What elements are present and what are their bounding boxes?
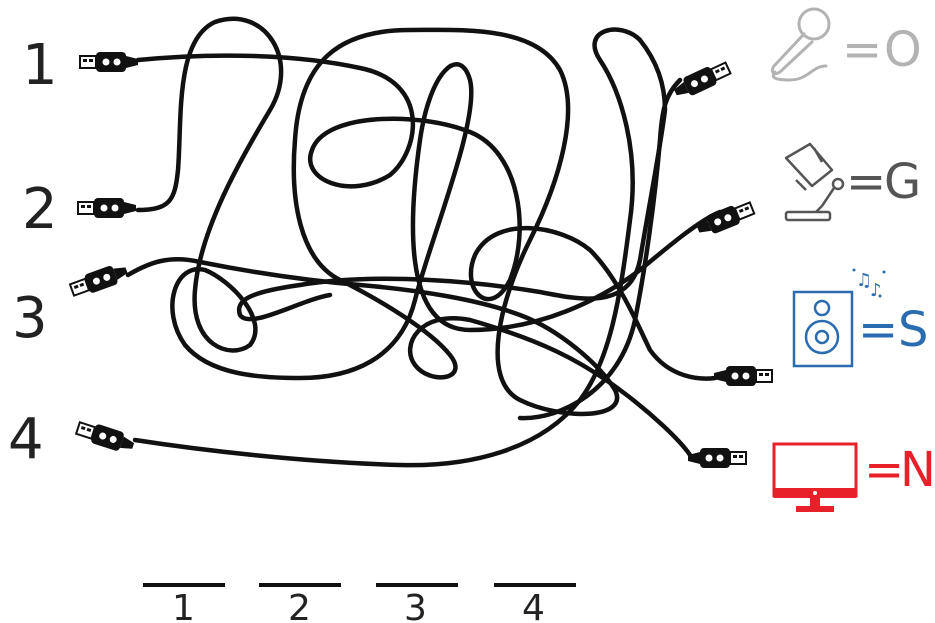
legend-equals-4: = [864,442,904,498]
legend-speaker: ♫ ♪ = S [792,268,928,368]
legend-letter-G: G [884,154,921,210]
legend-equals-2: = [846,154,886,210]
svg-text:♪: ♪ [870,280,882,301]
cable-number-1: 1 [22,33,58,98]
cable-number-3: 3 [12,286,48,351]
answer-slots: 1 2 3 4 [143,583,576,623]
usb-plug-left-1[interactable] [79,51,139,73]
legend-letter-O: O [884,22,922,78]
usb-plug-left-4[interactable] [73,417,138,457]
monitor-icon [772,442,858,512]
svg-text:♫: ♫ [856,270,872,291]
speaker-icon [792,290,854,368]
legend-letter-S: S [898,302,928,358]
answer-label-2: 2 [288,588,311,623]
answer-label-4: 4 [522,588,545,623]
usb-plug-left-3[interactable] [67,259,131,301]
cable-number-4: 4 [8,407,44,472]
cable-number-2: 2 [22,177,58,242]
music-notes-icon: ♫ ♪ [852,268,886,301]
usb-plug-right-4[interactable] [687,447,747,469]
legend-microphone: = O [770,7,922,82]
legend-monitor: = N [772,442,935,512]
cable-1 [135,53,718,381]
usb-plug-left-2[interactable] [77,197,137,219]
legend-equals-3: = [858,302,898,358]
legend-desk-lamp: = G [784,142,921,222]
cable-strand [517,77,683,421]
answer-label-3: 3 [404,588,427,623]
desk-lamp-icon [784,142,845,222]
cable-3 [125,27,693,458]
answer-label-1: 1 [172,588,195,623]
microphone-icon [770,7,831,82]
usb-plug-right-3[interactable] [713,365,773,387]
tangled-cables [125,16,723,468]
cable-4 [132,27,668,468]
legend-letter-N: N [900,442,935,498]
legend-equals-1: = [842,22,882,78]
